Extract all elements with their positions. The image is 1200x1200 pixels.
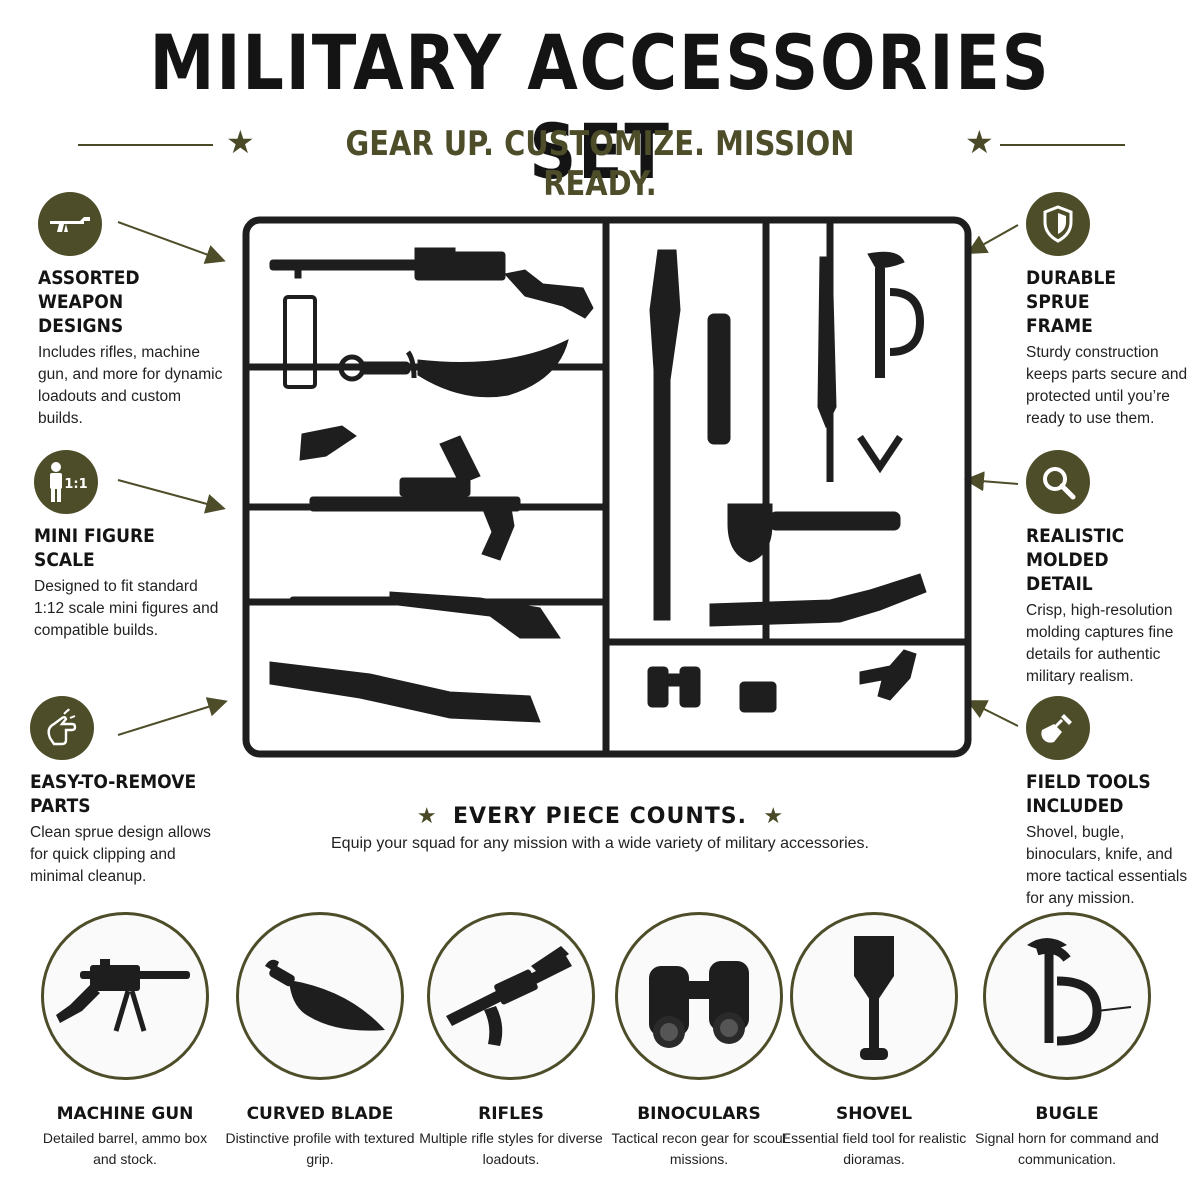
item-title: MACHINE GUN [56, 1104, 194, 1124]
sprue-rifle-3 [709, 573, 927, 627]
item-machine-gun: MACHINE GUN Detailed barrel, ammo box an… [30, 912, 220, 1170]
sprue-ammo-box [739, 681, 777, 713]
shovel-icon [1026, 696, 1090, 760]
subtitle-row: ★ GEAR UP. CUSTOMIZE. MISSION READY. ★ [0, 120, 1200, 204]
feature-description: Sturdy construction keeps parts secure a… [1026, 344, 1188, 427]
feature-title: EASY-TO-REMOVE PARTS [30, 771, 197, 817]
shovel-icon [790, 912, 958, 1080]
arrow-durable-sprue [966, 224, 1019, 254]
feature-description: Includes rifles, machine gun, and more f… [38, 344, 223, 427]
feature-description: Crisp, high-resolution molding captures … [1026, 602, 1174, 685]
item-description: Essential field tool for realistic diora… [781, 1130, 967, 1167]
figure-scale-icon: 1:1 [34, 450, 98, 514]
item-description: Distinctive profile with textured grip. [225, 1130, 415, 1167]
sprue-curved-blade [338, 339, 569, 398]
rifles-icon [427, 912, 595, 1080]
item-bugle: BUGLE Signal horn for command and commun… [972, 912, 1162, 1170]
divider-right [1000, 144, 1125, 146]
sprue-machine-gun [269, 247, 594, 319]
item-description: Multiple rifle styles for diverse loadou… [419, 1130, 603, 1167]
sprue-shovel [727, 503, 901, 563]
accessory-items: MACHINE GUN Detailed barrel, ammo box an… [0, 912, 1200, 1182]
sprue-binoculars [647, 666, 701, 708]
every-piece-counts: ★ EVERY PIECE COUNTS. ★ Equip your squad… [300, 803, 900, 853]
feature-title: REALISTIC MOLDED DETAIL [1026, 525, 1125, 595]
feature-description: Clean sprue design allows for quick clip… [30, 824, 211, 885]
shield-icon [1026, 192, 1090, 256]
feature-title: ASSORTED WEAPON DESIGNS [38, 267, 140, 337]
arrow-realistic-detail [964, 471, 1019, 492]
sprue-tab [283, 295, 317, 389]
sprue-magazine [299, 425, 357, 461]
binoculars-icon [615, 912, 783, 1080]
item-curved-blade: CURVED BLADE Distinctive profile with te… [225, 912, 415, 1170]
pointer-arrows [117, 221, 1019, 736]
item-title: BUGLE [1035, 1104, 1099, 1124]
sprue-bugle [867, 251, 925, 378]
counts-description: Equip your squad for any mission with a … [331, 835, 869, 852]
feature-title: DURABLE SPRUE FRAME [1026, 267, 1117, 337]
feature-title: MINI FIGURE SCALE [34, 525, 155, 571]
item-rifles: RIFLES Multiple rifle styles for diverse… [416, 912, 606, 1170]
item-description: Signal horn for command and communicatio… [975, 1130, 1159, 1167]
bugle-icon [983, 912, 1151, 1080]
feature-mini-figure-scale: 1:1 MINI FIGURE SCALE Designed to fit st… [34, 450, 224, 642]
magnifier-icon [1026, 450, 1090, 514]
sprue-frame [242, 216, 972, 758]
item-description: Detailed barrel, ammo box and stock. [42, 1130, 208, 1167]
sprue-submachine-gun [309, 435, 521, 561]
star-icon: ★ [416, 803, 437, 828]
item-title: CURVED BLADE [246, 1104, 394, 1124]
page-title: MILITARY ACCESSORIES SET [149, 18, 1051, 196]
subtitle: GEAR UP. CUSTOMIZE. MISSION READY. [345, 124, 855, 204]
feature-field-tools: FIELD TOOLS INCLUDED Shovel, bugle, bino… [1026, 696, 1196, 910]
star-icon: ★ [226, 124, 255, 160]
item-title: SHOVEL [835, 1104, 913, 1124]
arrow-assorted-weapons [117, 221, 226, 264]
sprue-bipod [857, 435, 903, 474]
arrow-easy-remove [117, 697, 228, 736]
item-title: BINOCULARS [637, 1104, 761, 1124]
sprue-canteen [707, 313, 731, 445]
item-shovel: SHOVEL Essential field tool for realisti… [779, 912, 969, 1170]
feature-description: Shovel, bugle, binoculars, knife, and mo… [1026, 824, 1188, 907]
item-binoculars: BINOCULARS Tactical recon gear for scout… [604, 912, 794, 1170]
arrow-mini-figure [117, 479, 226, 514]
rifle-icon [38, 192, 102, 256]
sprue-long-rifle [649, 249, 681, 621]
curved-blade-icon [236, 912, 404, 1080]
star-icon: ★ [965, 124, 994, 160]
item-title: RIFLES [478, 1104, 544, 1124]
feature-title: FIELD TOOLS INCLUDED [1026, 771, 1151, 817]
arrow-field-tools [966, 700, 1019, 727]
sprue-pistol [859, 649, 917, 701]
machine-gun-icon [41, 912, 209, 1080]
feature-durable-sprue: DURABLE SPRUE FRAME Sturdy construction … [1026, 192, 1196, 430]
counts-title: EVERY PIECE COUNTS. [453, 804, 747, 829]
divider-left [78, 144, 213, 146]
star-icon: ★ [763, 803, 784, 828]
sprue-rifle-1 [289, 591, 561, 639]
hand-snap-icon [30, 696, 94, 760]
sprue-rifle-2 [269, 661, 541, 723]
sprue-bayonet [817, 256, 837, 429]
feature-description: Designed to fit standard 1:12 scale mini… [34, 578, 219, 639]
feature-realistic-detail: REALISTIC MOLDED DETAIL Crisp, high-reso… [1026, 450, 1196, 688]
item-description: Tactical recon gear for scout missions. [611, 1130, 787, 1167]
feature-easy-remove: EASY-TO-REMOVE PARTS Clean sprue design … [30, 696, 220, 888]
scale-badge-text: 1:1 [64, 477, 87, 492]
feature-assorted-weapons: ASSORTED WEAPON DESIGNS Includes rifles,… [38, 192, 228, 430]
